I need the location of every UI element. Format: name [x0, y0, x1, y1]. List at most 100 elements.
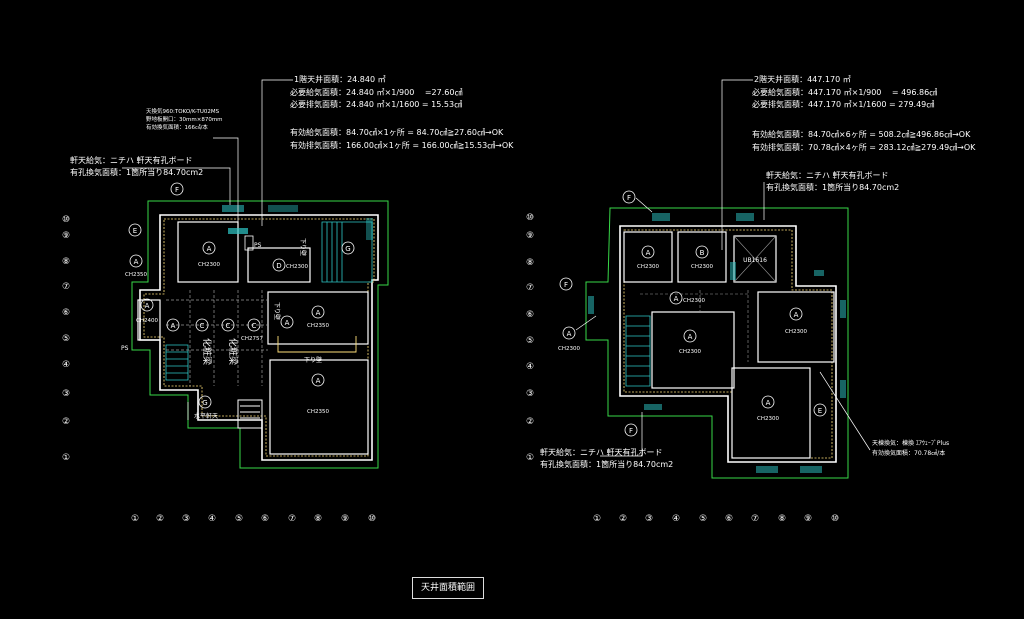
svg-text:③: ③ [526, 389, 534, 399]
svg-text:G: G [345, 245, 350, 253]
svg-text:⑦: ⑦ [526, 283, 534, 293]
left-fan-note-1: 天換気960:TOKO/K-TU02MS [146, 107, 220, 115]
left-floor-plan [131, 200, 389, 469]
left-ps-box [244, 235, 254, 251]
svg-text:⑧: ⑧ [62, 257, 70, 267]
left-fan-note-2: 野地板開口：30mm×870mm [146, 115, 223, 123]
svg-text:⑧: ⑧ [314, 514, 322, 524]
svg-text:⑤: ⑤ [235, 514, 243, 524]
svg-text:⑩: ⑩ [62, 215, 70, 225]
right-vent-note-1: 天棟換気：棟換 ｴｱｳｪｰﾌﾞPlus [872, 439, 949, 447]
svg-text:G: G [202, 399, 207, 407]
svg-text:CH2350: CH2350 [125, 272, 147, 278]
svg-text:⑩: ⑩ [526, 213, 534, 223]
grid-col-markers-left: ① ② ③ ④ ⑤ ⑥ ⑦ ⑧ ⑨ ⑩ [131, 514, 376, 524]
svg-text:CH2300: CH2300 [757, 416, 779, 422]
left-eave-vent-top [222, 205, 244, 212]
svg-text:化粧梁: 化粧梁 [201, 338, 213, 365]
svg-text:⑦: ⑦ [751, 514, 759, 524]
left-supply-eff: 有効給気面積：84.70㎠×1ヶ所 = 84.70㎠≧27.60㎠→OK [290, 127, 504, 137]
svg-text:③: ③ [645, 514, 653, 524]
left-beam-grid [166, 290, 268, 386]
svg-text:⑦: ⑦ [288, 514, 296, 524]
svg-text:④: ④ [526, 362, 534, 372]
svg-text:A: A [145, 302, 150, 310]
svg-text:②: ② [619, 514, 627, 524]
grid-col-markers-right: ① ② ③ ④ ⑤ ⑥ ⑦ ⑧ ⑨ ⑩ [593, 514, 839, 524]
svg-text:PS: PS [254, 242, 262, 249]
svg-text:下り壁: 下り壁 [273, 302, 281, 320]
right-stair [625, 315, 651, 387]
grid-row-markers-right: ⑩ ⑨ ⑧ ⑦ ⑥ ⑤ ④ ③ ② ① [526, 213, 534, 463]
svg-text:A: A [688, 333, 693, 341]
right-notes: 2階天井面積：447.170 ㎡ 必要給気面積：447.170 ㎡×1/900 … [752, 74, 976, 152]
right-room-ub [733, 235, 777, 283]
svg-text:⑤: ⑤ [526, 336, 534, 346]
svg-text:⑥: ⑥ [526, 310, 534, 320]
right-eave-label-bot-2: 有孔換気面積：1箇所当り84.70cm2 [540, 459, 673, 469]
svg-text:C: C [200, 322, 205, 330]
svg-text:C: C [252, 322, 257, 330]
left-room-a-right [267, 291, 369, 345]
svg-text:CH2300: CH2300 [691, 264, 713, 270]
svg-text:B: B [700, 249, 705, 257]
right-supply-req: 必要給気面積：447.170 ㎡×1/900 = 496.86㎠ [752, 87, 937, 97]
right-leaders [575, 79, 871, 457]
svg-text:①: ① [593, 514, 601, 524]
right-eave-outline [585, 207, 849, 479]
svg-text:CH2350: CH2350 [307, 409, 329, 415]
svg-text:UB1616: UB1616 [743, 257, 767, 264]
svg-text:⑥: ⑥ [725, 514, 733, 524]
svg-text:F: F [627, 194, 631, 202]
svg-text:E: E [818, 407, 822, 415]
left-wall-outline [139, 214, 379, 461]
right-eave-label-bot-1: 軒天給気：ニチハ 軒天有孔ボード [540, 447, 663, 457]
svg-text:A: A [646, 249, 651, 257]
left-ceiling-light [228, 228, 248, 234]
left-eave-vent-side [366, 218, 373, 240]
svg-text:F: F [175, 186, 179, 194]
left-fan-note: 天換気960:TOKO/K-TU02MS 野地板開口：30mm×870mm 有効… [146, 107, 223, 131]
left-supply-req: 必要給気面積：24.840 ㎡×1/900 =27.60㎠ [290, 87, 462, 97]
left-exhaust-req: 必要排気面積：24.840 ㎡×1/1600 = 15.53㎠ [290, 99, 462, 109]
svg-text:②: ② [62, 417, 70, 427]
svg-text:④: ④ [208, 514, 216, 524]
svg-text:⑦: ⑦ [62, 282, 70, 292]
svg-text:⑧: ⑧ [778, 514, 786, 524]
svg-text:F: F [564, 281, 568, 289]
svg-text:⑨: ⑨ [526, 231, 534, 241]
svg-text:⑩: ⑩ [368, 514, 376, 524]
svg-text:A: A [207, 245, 212, 253]
svg-text:CH2300: CH2300 [679, 349, 701, 355]
left-room-d [247, 247, 311, 283]
right-ceiling-rail [623, 229, 833, 459]
svg-text:⑨: ⑨ [62, 231, 70, 241]
left-leaders [122, 79, 293, 420]
svg-text:F: F [629, 427, 633, 435]
right-room-a-center [651, 311, 735, 389]
right-eave-vents [588, 213, 846, 473]
svg-text:CH2300: CH2300 [785, 329, 807, 335]
right-exhaust-req: 必要排気面積：447.170 ㎡×1/1600 = 279.49㎠ [752, 99, 934, 109]
left-stair-lower [165, 344, 189, 381]
svg-text:②: ② [156, 514, 164, 524]
right-vent-note-2: 有効換気面積：70.78㎠/本 [872, 449, 945, 457]
svg-text:PS: PS [121, 345, 129, 352]
left-room-a1 [177, 221, 239, 283]
svg-text:④: ④ [672, 514, 680, 524]
svg-text:A: A [567, 330, 572, 338]
left-ch-labels: CH2300 CH2300 CH2350 CH2400 CH2350 CH275… [125, 262, 329, 415]
svg-text:CH2300: CH2300 [286, 264, 308, 270]
right-room-markers [559, 190, 827, 437]
svg-text:①: ① [62, 453, 70, 463]
svg-text:⑥: ⑥ [62, 308, 70, 318]
svg-text:CH2300: CH2300 [198, 262, 220, 268]
left-eave-label: 軒天給気：ニチハ 軒天有孔ボード 有孔換気面積：1箇所当り84.70cm2 [70, 155, 203, 177]
svg-text:③: ③ [182, 514, 190, 524]
left-eave-outline [131, 200, 389, 469]
left-misc-labels: PS PS 下り壁 水平軒天 下り壁 下り壁 化粧梁 化粧梁 [121, 238, 322, 420]
grid-row-markers-left: ⑩ ⑨ ⑧ ⑦ ⑥ ⑤ ④ ③ ② ① [62, 215, 70, 463]
right-vent-note: 天棟換気：棟換 ｴｱｳｪｰﾌﾞPlus 有効換気面積：70.78㎠/本 [872, 439, 949, 457]
right-beam-grid [640, 290, 749, 362]
